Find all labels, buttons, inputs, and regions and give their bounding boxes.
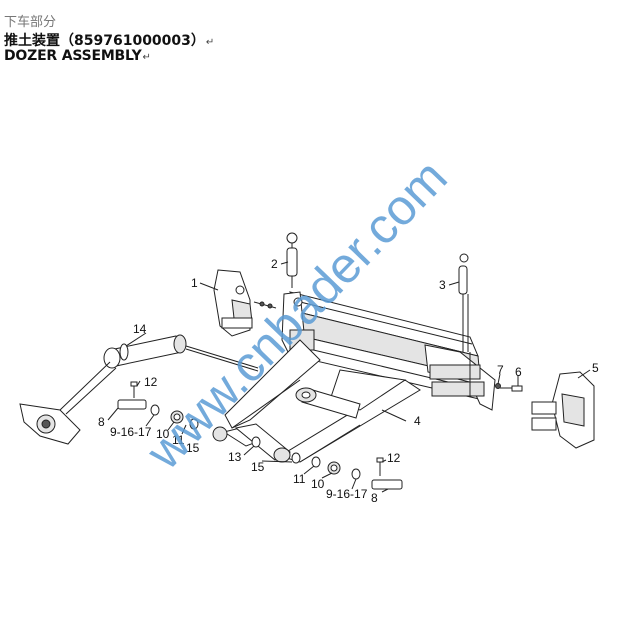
callout-12-right: 12 — [387, 451, 401, 465]
seal-15-left — [189, 418, 199, 430]
callout-9-16-17-right: 9-16-17 — [326, 487, 368, 501]
callout-12-left: 12 — [144, 375, 158, 389]
cotter-12-left — [130, 381, 138, 398]
cylinder-mount-bracket — [19, 361, 117, 445]
pivot-right — [234, 423, 291, 463]
washer-10-left — [150, 404, 160, 416]
cotter-12-right — [376, 457, 384, 476]
callout-10-left: 10 — [156, 427, 170, 441]
washer-9-right — [351, 468, 361, 480]
callout-8-right: 8 — [371, 491, 378, 505]
callout-15-left: 15 — [186, 441, 200, 455]
callout-6: 6 — [515, 365, 522, 379]
pin-8-right — [371, 479, 403, 490]
callout-5: 5 — [592, 361, 599, 375]
callout-11-right: 11 — [293, 472, 306, 486]
return-mark: ↵ — [142, 52, 151, 63]
blade-right-end-plate — [424, 344, 496, 411]
hydraulic-cylinder — [103, 334, 259, 372]
page-title-english: DOZER ASSEMBLY↵ — [4, 48, 151, 64]
bracket-5 — [531, 371, 595, 449]
push-frame — [224, 339, 421, 463]
washer-10-right — [311, 456, 321, 468]
callout-15-right: 15 — [251, 460, 265, 474]
callout-4: 4 — [414, 414, 421, 428]
callout-7: 7 — [497, 363, 504, 377]
bolt-set — [253, 301, 277, 309]
bracket-1 — [213, 269, 253, 337]
callout-8-left: 8 — [98, 415, 105, 429]
bushing-11-left — [170, 410, 184, 424]
shim-13 — [251, 436, 261, 448]
nut-7 — [495, 383, 501, 389]
callout-14: 14 — [133, 322, 147, 336]
leader-lines — [107, 261, 591, 493]
callout-10-right: 10 — [311, 477, 325, 491]
watermark: www.cnbader.com — [135, 149, 458, 480]
pin-3 — [458, 253, 469, 352]
callout-3: 3 — [439, 278, 446, 292]
cross-tube — [295, 387, 361, 419]
callout-1: 1 — [191, 276, 198, 290]
callout-9-16-17-left: 9-16-17 — [110, 425, 152, 439]
bushing-11-right — [327, 461, 341, 475]
seal-15-right — [291, 452, 301, 464]
page-title-chinese: 推土装置（859761000003）↵ — [4, 33, 215, 49]
callout-11-left: 11 — [172, 433, 185, 447]
bolt-6 — [500, 385, 523, 392]
section-heading: 下车部分 — [4, 15, 57, 30]
callout-2: 2 — [271, 257, 278, 271]
pin-8-left — [117, 399, 147, 410]
return-mark: ↵ — [205, 37, 215, 48]
callout-13: 13 — [228, 450, 242, 464]
